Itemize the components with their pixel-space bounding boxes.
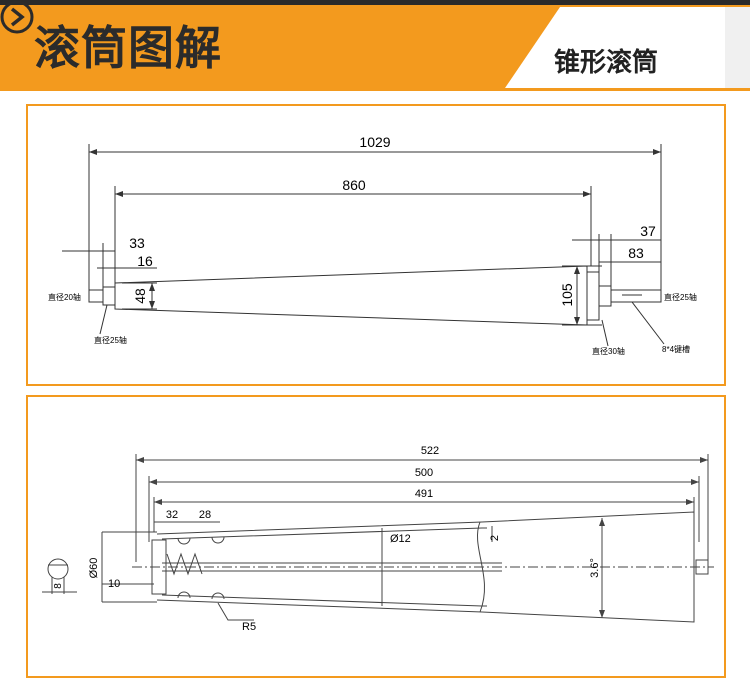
right-end-ring <box>586 271 600 321</box>
note-left-shaft: 直径20轴 <box>48 292 81 302</box>
dim-right-inner: 83 <box>628 245 644 261</box>
dim-mid-500: 500 <box>415 467 433 479</box>
dim-right-outer: 37 <box>640 223 656 239</box>
cone-body <box>114 265 588 326</box>
dim-shaft: Ø12 <box>390 533 411 545</box>
roller-section-drawing: 522 500 491 32 28 Ø12 2 Ø60 10 3.6° R5 8 <box>42 445 714 633</box>
note-left-bearing: 直径25轴 <box>94 335 127 345</box>
dim-a: 32 <box>166 509 178 521</box>
right-shaft <box>610 289 662 303</box>
dim-left-outer: 33 <box>129 235 145 251</box>
conical-roller-drawing: 1029 860 33 16 37 83 48 105 直径20轴 直径25轴 … <box>48 134 697 356</box>
page-subtitle: 锥形滚筒 <box>554 48 659 78</box>
dim-b: 28 <box>199 509 211 521</box>
header-banner: 滚筒图解 锥形滚筒 <box>0 0 750 92</box>
dim-left-dia: Ø60 <box>88 558 100 579</box>
note-right-bearing: 直径30轴 <box>592 346 625 356</box>
dim-overall-522: 522 <box>421 445 439 457</box>
banner-graphic <box>0 0 750 91</box>
chevron-right-icon <box>0 0 34 34</box>
dim-body-length: 860 <box>342 177 366 193</box>
dim-wall: 2 <box>489 535 501 541</box>
dim-section: 8 <box>53 583 64 589</box>
dim-left-inner: 16 <box>137 253 153 269</box>
dim-inner-491: 491 <box>415 488 433 500</box>
left-bearing-seat <box>102 286 116 306</box>
note-keyway: 8*4键槽 <box>662 344 690 354</box>
drawing-panel-bottom: 522 500 491 32 28 Ø12 2 Ø60 10 3.6° R5 8 <box>26 395 726 678</box>
dim-radius: R5 <box>242 621 256 633</box>
drawing-panel-top: 1029 860 33 16 37 83 48 105 直径20轴 直径25轴 … <box>26 104 726 386</box>
note-right-shaft: 直径25轴 <box>664 292 697 302</box>
dim-small-diameter: 48 <box>132 288 148 304</box>
dim-offset: 10 <box>108 578 120 590</box>
dim-overall-length: 1029 <box>359 134 390 150</box>
dim-large-diameter: 105 <box>559 283 575 307</box>
right-bearing-seat <box>598 285 612 307</box>
dim-right-angle: 3.6° <box>589 558 601 578</box>
left-shaft <box>88 289 104 303</box>
page-title: 滚筒图解 <box>34 21 222 75</box>
